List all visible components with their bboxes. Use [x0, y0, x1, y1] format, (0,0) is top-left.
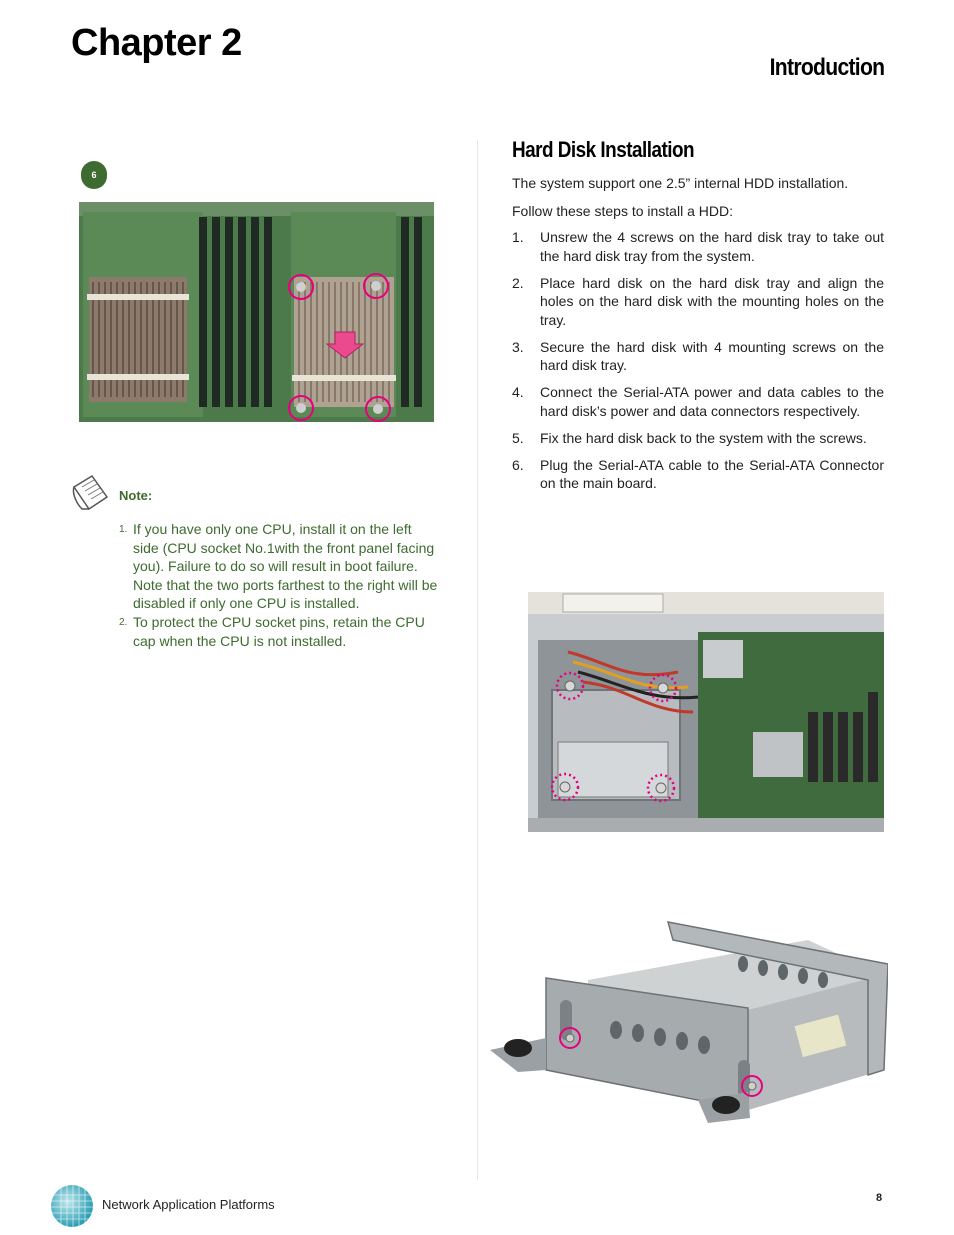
hard-disk-heading: Hard Disk Installation [512, 137, 695, 162]
step-number: 2. [512, 274, 524, 291]
chapter-title: Chapter 2 [71, 22, 242, 64]
step-item: 2. Place hard disk on the hard disk tray … [512, 274, 884, 330]
step-text: Place hard disk on the hard disk tray an… [540, 274, 884, 328]
step-item: 6. Plug the Serial-ATA cable to the Seria… [512, 456, 884, 493]
step-number: 4. [512, 384, 524, 400]
step-item: 5. Fix the hard disk back to the system w… [512, 429, 884, 448]
step-text: Unsrew the 4 screws on the hard disk tra… [540, 229, 884, 264]
step-number: 5. [512, 429, 524, 446]
footer-brand: Network Application Platforms [102, 1197, 275, 1212]
column-divider [477, 140, 478, 1180]
note-list: 1. If you have only one CPU, install it … [115, 520, 440, 650]
page-number: 8 [876, 1192, 883, 1204]
step-number: 6. [512, 456, 524, 473]
step-item: 1. Unsrew the 4 screws on the hard disk t… [512, 228, 884, 265]
intro-paragraph: The system support one 2.5” internal HDD… [512, 175, 849, 191]
follow-paragraph: Follow these steps to install a HDD: [512, 203, 733, 219]
note-item-text: If you have only one CPU, install it on … [133, 521, 438, 612]
step-text: Plug the Serial-ATA cable to the Serial-… [540, 456, 884, 492]
note-item: 1. If you have only one CPU, install it … [115, 520, 440, 613]
step-number: 1. [512, 229, 524, 245]
step-number: 3. [512, 338, 524, 355]
step-text: Connect the Serial-ATA power and data ca… [540, 384, 884, 419]
note-item-number: 1. [119, 524, 128, 535]
cpu-installation-photo [79, 202, 434, 422]
install-steps-list: 1. Unsrew the 4 screws on the hard disk t… [512, 228, 884, 501]
note-paper-icon [72, 474, 109, 511]
note-item: 2. To protect the CPU socket pins, retai… [115, 613, 440, 650]
step-badge: 6 [81, 161, 107, 189]
section-title: Introduction [769, 54, 884, 81]
note-item-number: 2. [119, 616, 128, 628]
note-item-text: To protect the CPU socket pins, retain t… [133, 613, 425, 649]
step-item: 3. Secure the hard disk with 4 mounting s… [512, 338, 884, 375]
step-item: 4. Connect the Serial-ATA power and data … [512, 383, 884, 420]
step-text: Fix the hard disk back to the system wit… [540, 429, 867, 446]
globe-logo-icon [51, 1185, 93, 1227]
note-label: Note: [119, 488, 153, 503]
step-text: Secure the hard disk with 4 mounting scr… [540, 338, 884, 374]
hdd-tray-photo [490, 921, 888, 1123]
chassis-hdd-photo [528, 592, 884, 832]
